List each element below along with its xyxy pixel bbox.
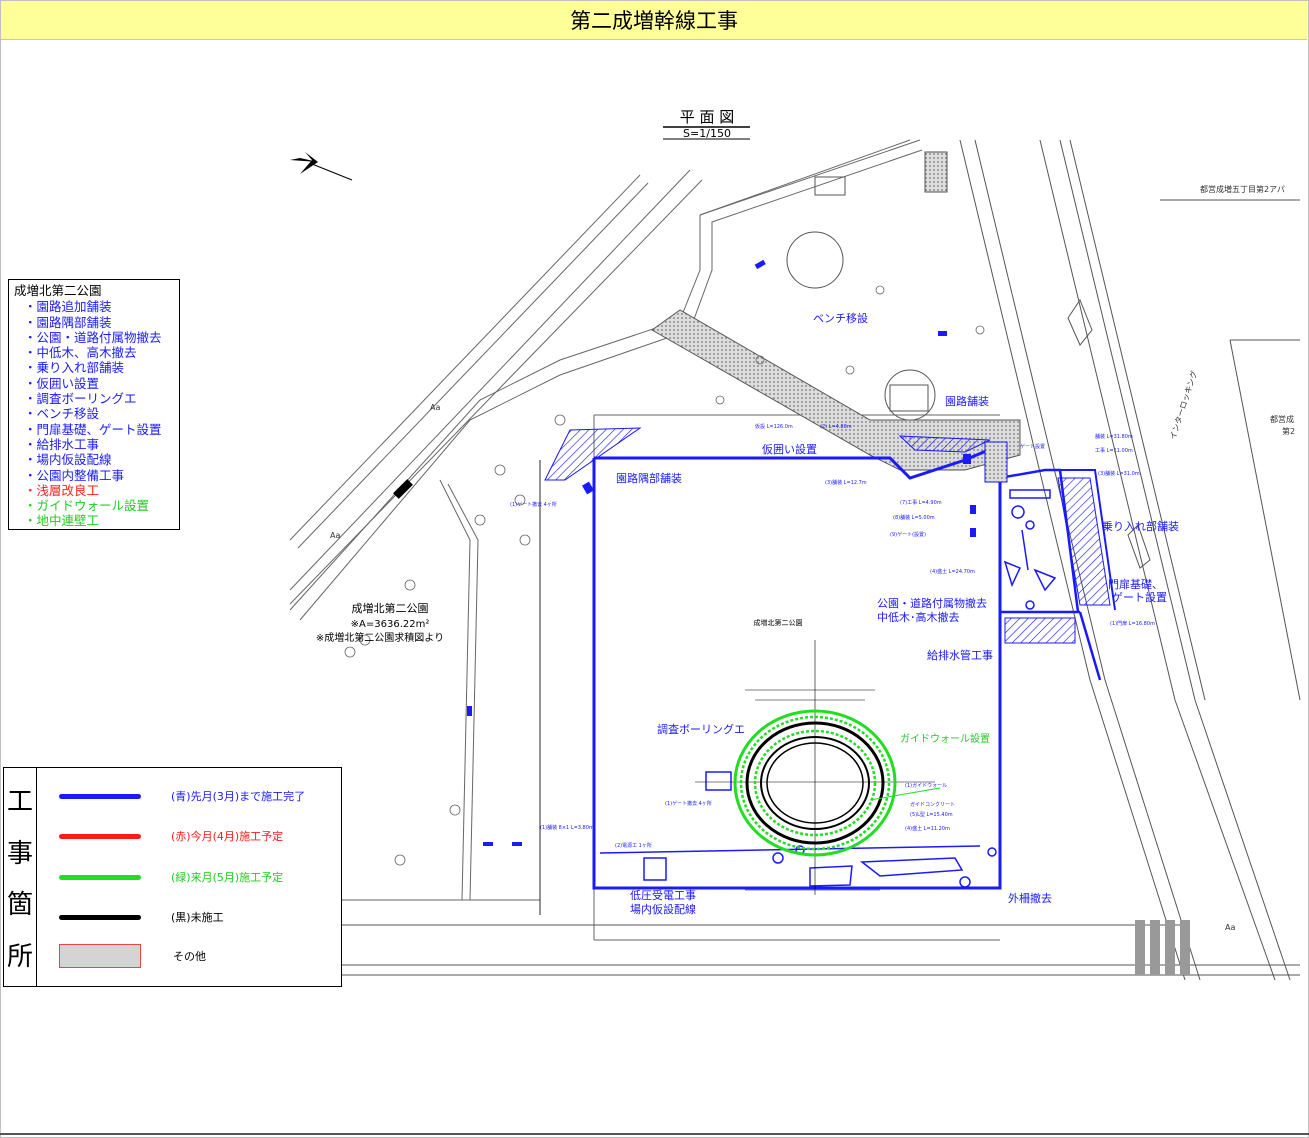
legend-title-char: 所 [6, 941, 33, 972]
work-list-item: ・公園・道路付属物撤去 [24, 329, 162, 345]
work-list-item: ・ガイドウォール設置 [24, 498, 150, 514]
legend-label-green: (緑)来月(5月)施工予定 [171, 871, 284, 884]
svg-text:(2) L=4.80m: (2) L=4.80m [820, 424, 852, 430]
work-list-item: ・園路隅部舗装 [24, 314, 112, 330]
label-bench: ベンチ移設 [813, 311, 868, 325]
apartment-label-2b: 第2 [1282, 426, 1295, 436]
work-list-item: ・給排水工事 [24, 436, 100, 452]
svg-text:Aa: Aa [1225, 923, 1235, 932]
svg-text:(7)工事 L=4.90m: (7)工事 L=4.90m [900, 499, 942, 506]
park-name-label: 成増北第二公園 [352, 601, 429, 615]
legend-swatch-black [59, 914, 141, 920]
legend-swatch-other [59, 944, 141, 968]
label-gate-2: ゲート設置 [1112, 590, 1167, 604]
svg-text:舗装 L=31.80m: 舗装 L=31.80m [1095, 433, 1133, 440]
svg-text:Aa: Aa [330, 531, 340, 540]
legend-row-blue: (青)先月(3月)まで施工完了 [59, 786, 339, 806]
label-water: 給排水管工事 [927, 648, 993, 662]
svg-text:(8)舗装 L=5.00m: (8)舗装 L=5.00m [893, 514, 935, 521]
bottom-rule [0, 1133, 1309, 1135]
svg-text:(1)舗装 8×1 L=3.80m: (1)舗装 8×1 L=3.80m [540, 824, 594, 831]
work-list-item: ・浅層改良工 [24, 482, 100, 498]
work-list-item: ・乗り入れ部舗装 [24, 360, 125, 376]
guide-wall-ring [733, 709, 897, 857]
legend-row-green: (緑)来月(5月)施工予定 [59, 867, 339, 887]
svg-text:(2)電源工 1ヶ所: (2)電源工 1ヶ所 [615, 842, 652, 849]
legend-swatch-red [59, 833, 141, 839]
svg-text:(1)門扉 L=16.80m: (1)門扉 L=16.80m [1110, 620, 1155, 627]
label-corner-pave: 園路隅部舗装 [616, 471, 682, 485]
work-list-item: ・ベンチ移設 [24, 406, 100, 422]
svg-text:(5)L型 L=15.40m: (5)L型 L=15.40m [910, 811, 953, 818]
legend-label-other: その他 [173, 950, 206, 963]
site-plan: 平 面 図 S=1/150 都営成増五丁目第2アパ 都営成 第2 インターロッキ… [289, 108, 1301, 981]
apartment-label: 都営成増五丁目第2アパ [1200, 184, 1285, 194]
legend-title: 工事箇所 [4, 768, 37, 986]
apartment-label-2a: 都営成 [1270, 414, 1294, 424]
legend-row-red: (赤)今月(4月)施工予定 [59, 826, 339, 846]
svg-text:Aa: Aa [430, 403, 440, 412]
legend-label-blue: (青)先月(3月)まで施工完了 [171, 790, 306, 803]
page-title: 第二成増幹線工事 [1, 1, 1307, 40]
legend-label-black: (黒)未施工 [171, 911, 224, 924]
work-list-item: ・仮囲い設置 [24, 375, 100, 391]
work-list-item: ・中低木、高木撤去 [24, 345, 137, 361]
label-fence: 仮囲い設置 [762, 442, 817, 456]
legend-swatch-blue [59, 793, 141, 799]
label-gate-1: 門扉基礎、 [1108, 578, 1163, 591]
work-list-items: ・園路追加舗装・園路隅部舗装・公園・道路付属物撤去・中低木、高木撤去・乗り入れ部… [14, 299, 179, 528]
svg-text:(1)ゲート撤去 4ヶ所: (1)ゲート撤去 4ヶ所 [510, 501, 557, 508]
svg-text:(1)ゲート撤去 4ヶ所: (1)ゲート撤去 4ヶ所 [665, 800, 712, 807]
svg-text:(3)舗装 L=12.7m: (3)舗装 L=12.7m [825, 479, 867, 486]
work-list-item: ・場内仮設配線 [24, 452, 112, 468]
svg-text:(3)舗装 L=31.0m: (3)舗装 L=31.0m [1098, 470, 1140, 477]
plan-title: 平 面 図 [680, 108, 735, 126]
svg-text:(1)ガイドウォール: (1)ガイドウォール [905, 782, 947, 789]
plan-scale: S=1/150 [683, 127, 731, 140]
work-list-item: ・園路追加舗装 [24, 299, 112, 315]
legend-row-black: (黒)未施工 [59, 907, 339, 927]
svg-text:ガイドコンクリート: ガイドコンクリート [910, 801, 955, 808]
legend-title-char: 事 [6, 838, 33, 869]
legend-title-char: 箇 [6, 890, 33, 921]
label-guide-wall: ガイドウォール設置 [900, 732, 990, 745]
north-arrow-icon [290, 152, 353, 181]
work-list-item: ・公園内整備工事 [24, 467, 125, 483]
legend-swatch-green [59, 874, 141, 880]
work-list-item: ・地中連壁工 [24, 513, 100, 529]
park-area-label: ※A=3636.22m² [351, 619, 430, 630]
legend-row-other: その他 [59, 944, 339, 968]
svg-text:ゲート設置: ゲート設置 [1020, 443, 1045, 450]
legend-panel: 工事箇所 (青)先月(3月)まで施工完了 (赤)今月(4月)施工予定 (緑)来月… [3, 767, 342, 987]
work-list-item: ・門扉基礎、ゲート設置 [24, 421, 162, 437]
svg-text:工事 L=11.00m: 工事 L=11.00m [1095, 447, 1133, 454]
label-removal-1: 公園・道路付属物撤去 [877, 596, 987, 610]
park-note-label: ※成増北第二公園求積図より [316, 631, 444, 644]
svg-text:(4)盛土 L=11.20m: (4)盛土 L=11.20m [905, 825, 950, 832]
svg-text:仮設 L=126.0m: 仮設 L=126.0m [755, 423, 793, 430]
center-park-label: 成増北第二公園 [754, 618, 803, 627]
label-power-1: 低圧受電工事 [630, 889, 696, 902]
road-label: インターロッキング [1167, 369, 1199, 440]
label-entry-pave: 乗り入れ部舗装 [1102, 519, 1179, 533]
label-boring: 調査ボーリングエ [657, 722, 745, 736]
label-power-2: 場内仮設配線 [630, 902, 696, 916]
work-list-item: ・調査ボーリングエ [24, 391, 137, 407]
svg-text:(9)ゲート(設置): (9)ゲート(設置) [890, 531, 926, 538]
legend-label-red: (赤)今月(4月)施工予定 [171, 830, 284, 843]
label-path-pave: 園路舗装 [945, 394, 989, 408]
work-list-park: 成増北第二公園 [14, 283, 102, 298]
work-list-panel: 成増北第二公園 ・園路追加舗装・園路隅部舗装・公園・道路付属物撤去・中低木、高木… [8, 279, 180, 530]
legend-title-char: 工 [6, 787, 33, 818]
label-fence-removal: 外柵撤去 [1008, 891, 1052, 905]
svg-text:(4)盛土 L=24.70m: (4)盛土 L=24.70m [930, 568, 975, 575]
label-removal-2: 中低木･高木撤去 [877, 610, 960, 624]
